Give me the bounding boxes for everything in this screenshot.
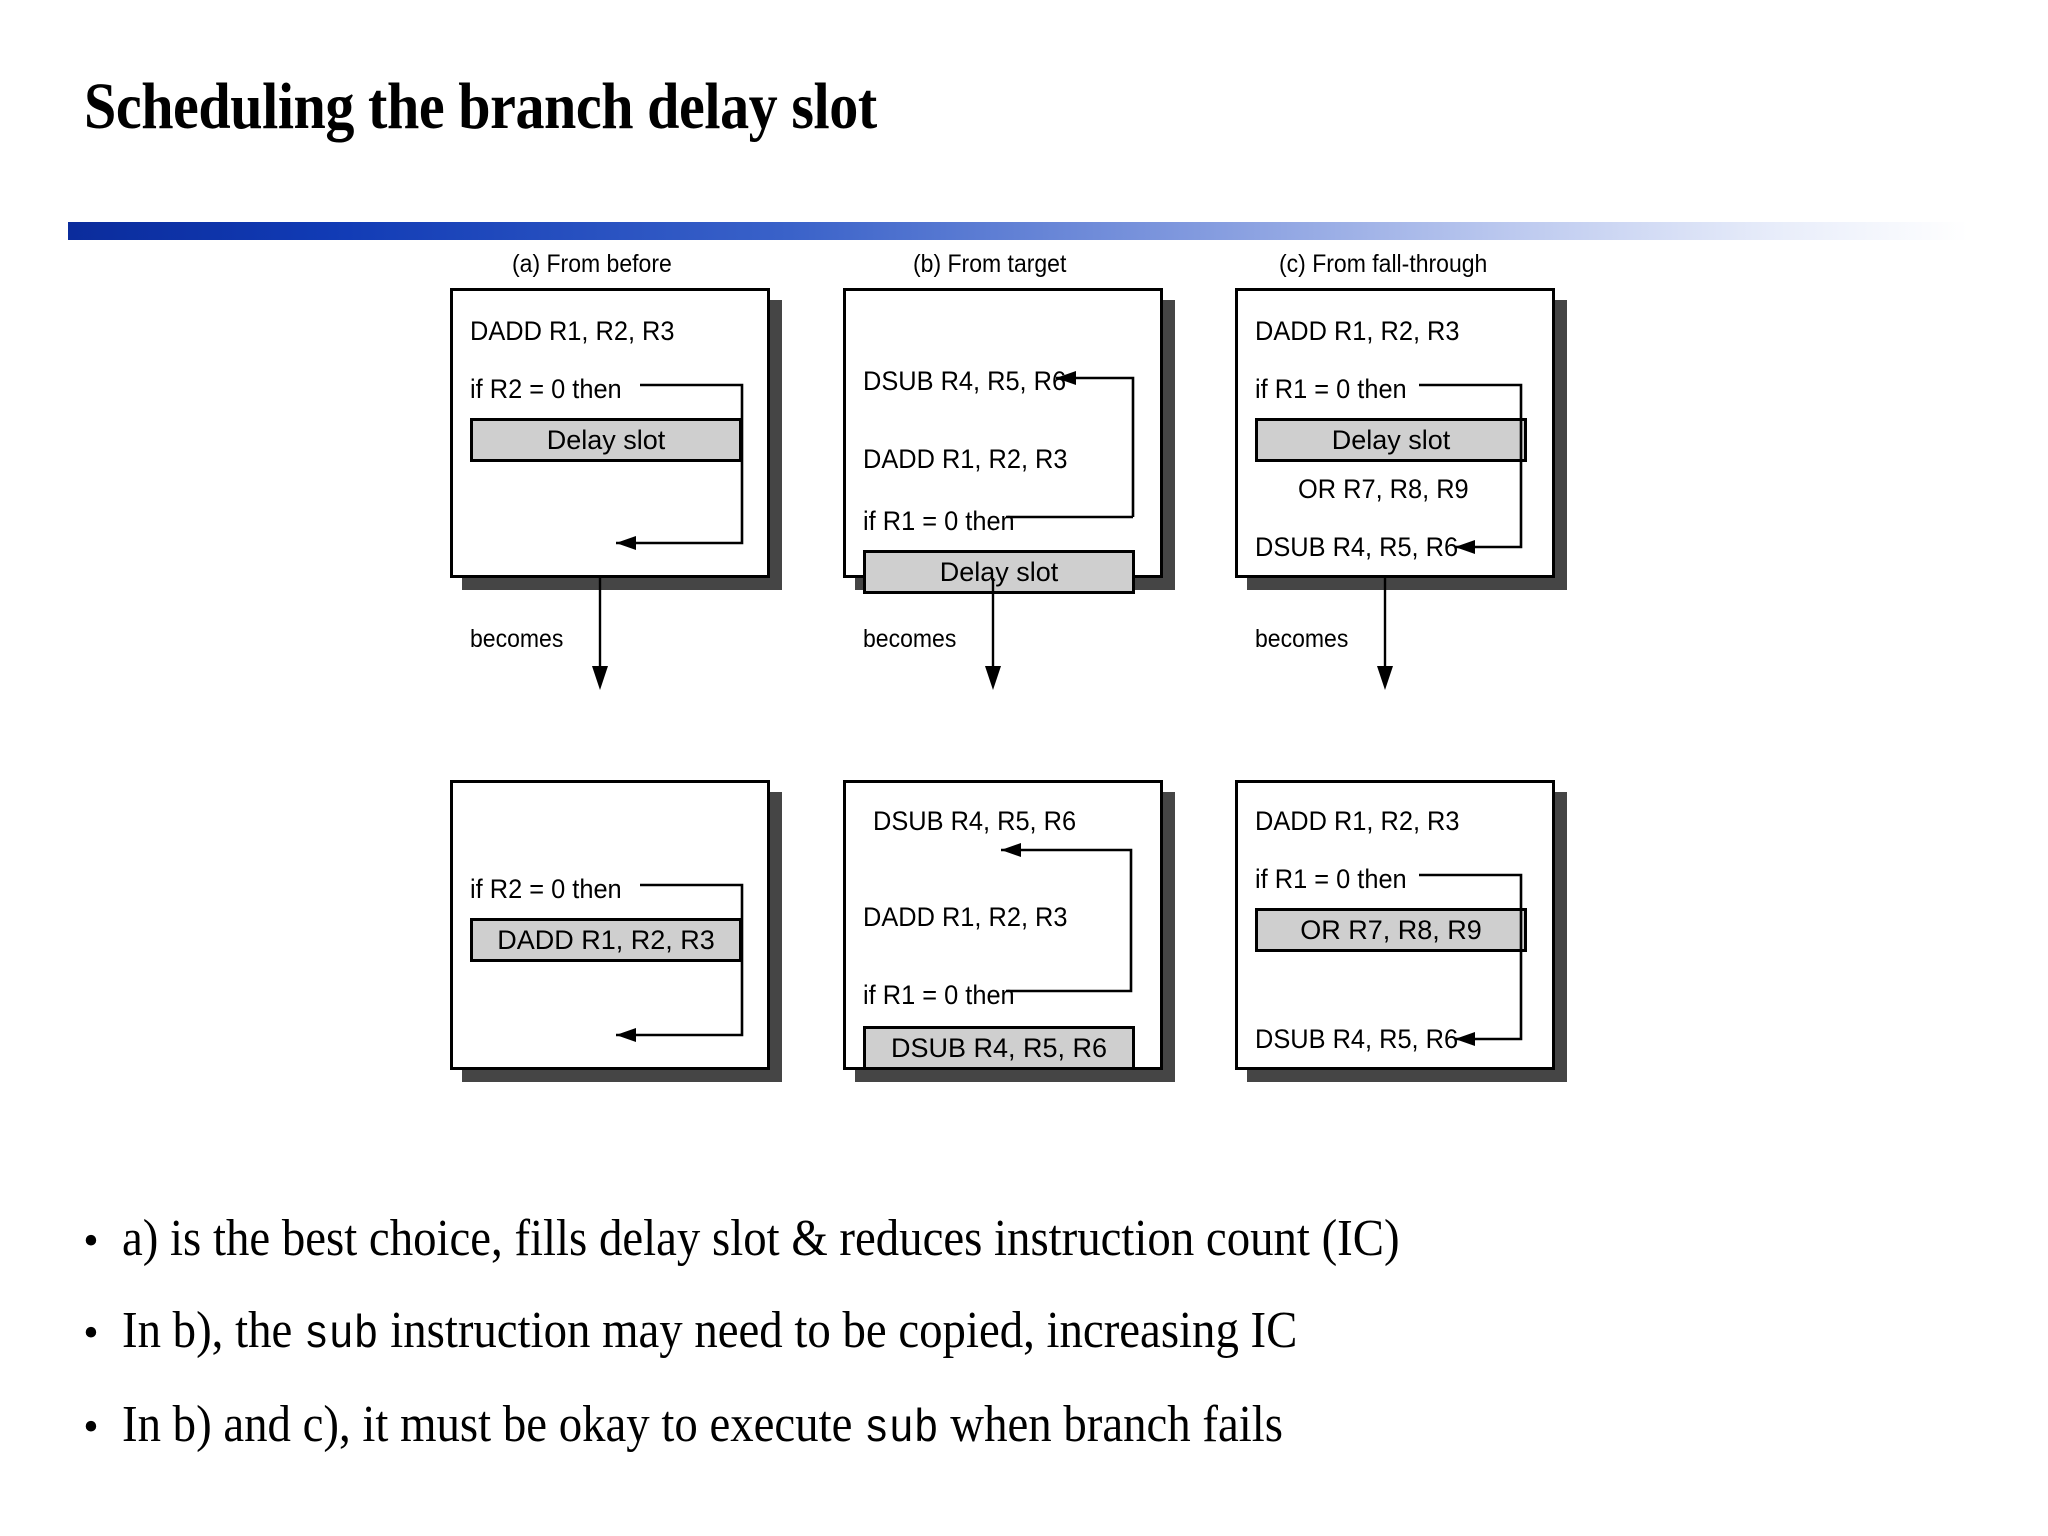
code-line: DADD R1, R2, R3 (470, 316, 675, 346)
list-item: • In b) and c), it must be okay to execu… (60, 1386, 1990, 1468)
page-title: Scheduling the branch delay slot (84, 70, 877, 143)
bullet-text: In b), the sub instruction may need to b… (122, 1292, 1297, 1374)
bullet-marker: • (83, 1216, 99, 1265)
bullet-text-pre: a) is the best choice, fills delay slot … (122, 1210, 1400, 1267)
list-item: • a) is the best choice, fills delay slo… (60, 1200, 1990, 1280)
column-header-b: (b) From target (913, 250, 1067, 278)
code-line-branch: if R1 = 0 then (1255, 864, 1407, 894)
transition-label-c: becomes (1255, 625, 1349, 653)
column-header-c: (c) From fall-through (1279, 250, 1488, 278)
code-line: OR R7, R8, R9 (1298, 474, 1469, 504)
bullet-text: In b) and c), it must be okay to execute… (122, 1386, 1283, 1468)
code-line: DSUB R4, R5, R6 (1255, 532, 1459, 562)
panel-c-before: DADD R1, R2, R3 if R1 = 0 then Delay slo… (1235, 288, 1567, 590)
branch-arrow (1419, 383, 1523, 554)
branch-delay-slot-figure: (a) From before (b) From target (c) From… (0, 248, 2048, 1148)
filled-slot-box: DADD R1, R2, R3 (470, 918, 742, 962)
delay-slot-box: Delay slot (863, 550, 1135, 594)
delay-slot-box: Delay slot (470, 418, 742, 462)
code-line-branch: if R2 = 0 then (470, 874, 622, 904)
title-accent-rule (68, 222, 1968, 240)
bullet-text-post: instruction may need to be copied, incre… (378, 1302, 1298, 1359)
branch-arrow (616, 383, 744, 550)
panel-body (843, 288, 1163, 578)
code-line: DSUB R4, R5, R6 (863, 366, 1067, 396)
panel-b-before: DSUB R4, R5, R6 DADD R1, R2, R3 if R1 = … (843, 288, 1175, 594)
code-line-branch: if R1 = 0 then (863, 980, 1015, 1010)
bullet-text-pre: In b) and c), it must be okay to execute (122, 1396, 865, 1453)
code-line: DSUB R4, R5, R6 (1255, 1024, 1459, 1054)
code-line: DSUB R4, R5, R6 (873, 806, 1077, 836)
delay-slot-box: Delay slot (1255, 418, 1527, 462)
filled-slot-box: DSUB R4, R5, R6 (863, 1026, 1135, 1070)
bullet-code-term: sub (864, 1403, 939, 1455)
filled-slot-box: OR R7, R8, R9 (1255, 908, 1527, 952)
code-line: DADD R1, R2, R3 (863, 902, 1068, 932)
panel-a-before: DADD R1, R2, R3 if R2 = 0 then Delay slo… (450, 288, 782, 590)
list-item: • In b), the sub instruction may need to… (60, 1292, 1990, 1374)
code-line-branch: if R1 = 0 then (1255, 374, 1407, 404)
panel-b-after: DSUB R4, R5, R6 DADD R1, R2, R3 if R1 = … (843, 780, 1175, 1082)
branch-arrow (1001, 843, 1133, 993)
code-line: DADD R1, R2, R3 (863, 444, 1068, 474)
bullet-marker: • (83, 1402, 99, 1451)
becomes-arrows (592, 578, 1393, 690)
bullet-code-term: sub (303, 1309, 379, 1361)
bullet-text-pre: In b), the (122, 1302, 304, 1359)
transition-label-a: becomes (470, 625, 564, 653)
branch-arrow (1419, 873, 1523, 1046)
code-line-branch: if R2 = 0 then (470, 374, 622, 404)
code-line-branch: if R1 = 0 then (863, 506, 1015, 536)
bullet-list: • a) is the best choice, fills delay slo… (60, 1200, 1990, 1480)
panel-a-after: if R2 = 0 then DADD R1, R2, R3 (450, 780, 782, 1082)
transition-label-b: becomes (863, 625, 957, 653)
branch-arrow (1006, 371, 1135, 519)
column-header-a: (a) From before (512, 250, 672, 278)
bullet-text: a) is the best choice, fills delay slot … (122, 1200, 1400, 1278)
bullet-text-post: when branch fails (938, 1396, 1283, 1453)
code-line: DADD R1, R2, R3 (1255, 806, 1460, 836)
branch-arrow (616, 883, 744, 1042)
bullet-marker: • (83, 1308, 99, 1357)
panel-c-after: DADD R1, R2, R3 if R1 = 0 then OR R7, R8… (1235, 780, 1567, 1082)
code-line: DADD R1, R2, R3 (1255, 316, 1460, 346)
